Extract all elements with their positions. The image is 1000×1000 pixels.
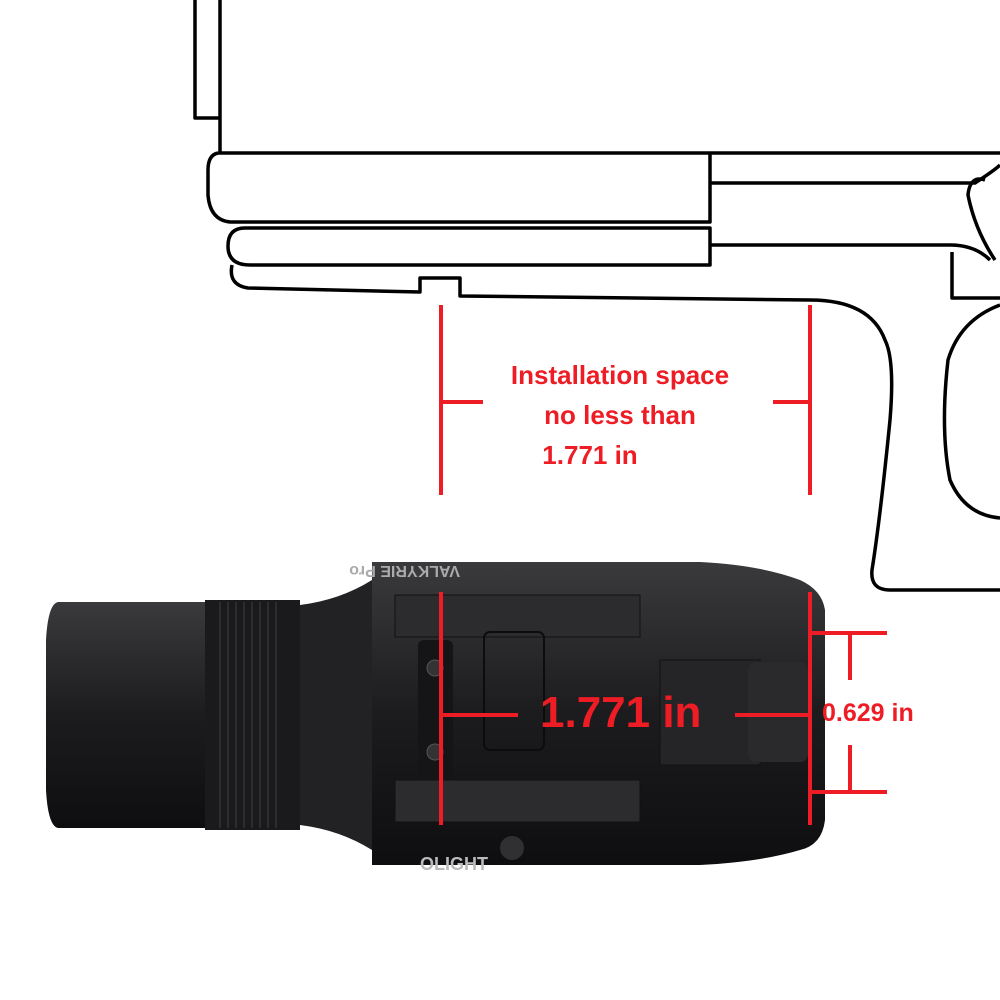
rail-width-label: 1.771 in bbox=[540, 688, 702, 737]
rail-clamp-bottom bbox=[394, 779, 641, 823]
frame-bottom-trigger-guard bbox=[229, 264, 1000, 592]
install-line-3: 1.771 in bbox=[542, 440, 638, 470]
flashlight-neck bbox=[300, 580, 372, 850]
trigger-outline bbox=[966, 177, 997, 261]
marking-bottom: OLIGHT bbox=[420, 854, 488, 874]
installation-space-label: Installation space no less than 1.771 in bbox=[440, 355, 800, 475]
rail-height-label: 0.629 in bbox=[822, 699, 914, 727]
install-line-1: Installation space bbox=[510, 360, 730, 390]
rail-key bbox=[418, 640, 453, 780]
switch-panel bbox=[659, 659, 761, 766]
dust-cover-outline bbox=[206, 151, 712, 224]
frame-line bbox=[710, 163, 1000, 185]
rail-outline bbox=[226, 226, 712, 267]
release-button bbox=[500, 836, 524, 860]
trigger-area bbox=[950, 252, 1000, 300]
frame-line-lower bbox=[710, 243, 992, 262]
mount-recess bbox=[483, 631, 545, 751]
slide-rear-outline bbox=[193, 0, 222, 153]
install-line-2: no less than bbox=[544, 400, 696, 430]
flashlight-bezel bbox=[46, 602, 205, 828]
lens-window bbox=[748, 662, 808, 762]
marking-top: VALKYRIE Pro bbox=[349, 562, 460, 579]
trigger-guard-inner bbox=[942, 303, 1000, 520]
rail-clamp-top bbox=[394, 594, 641, 638]
